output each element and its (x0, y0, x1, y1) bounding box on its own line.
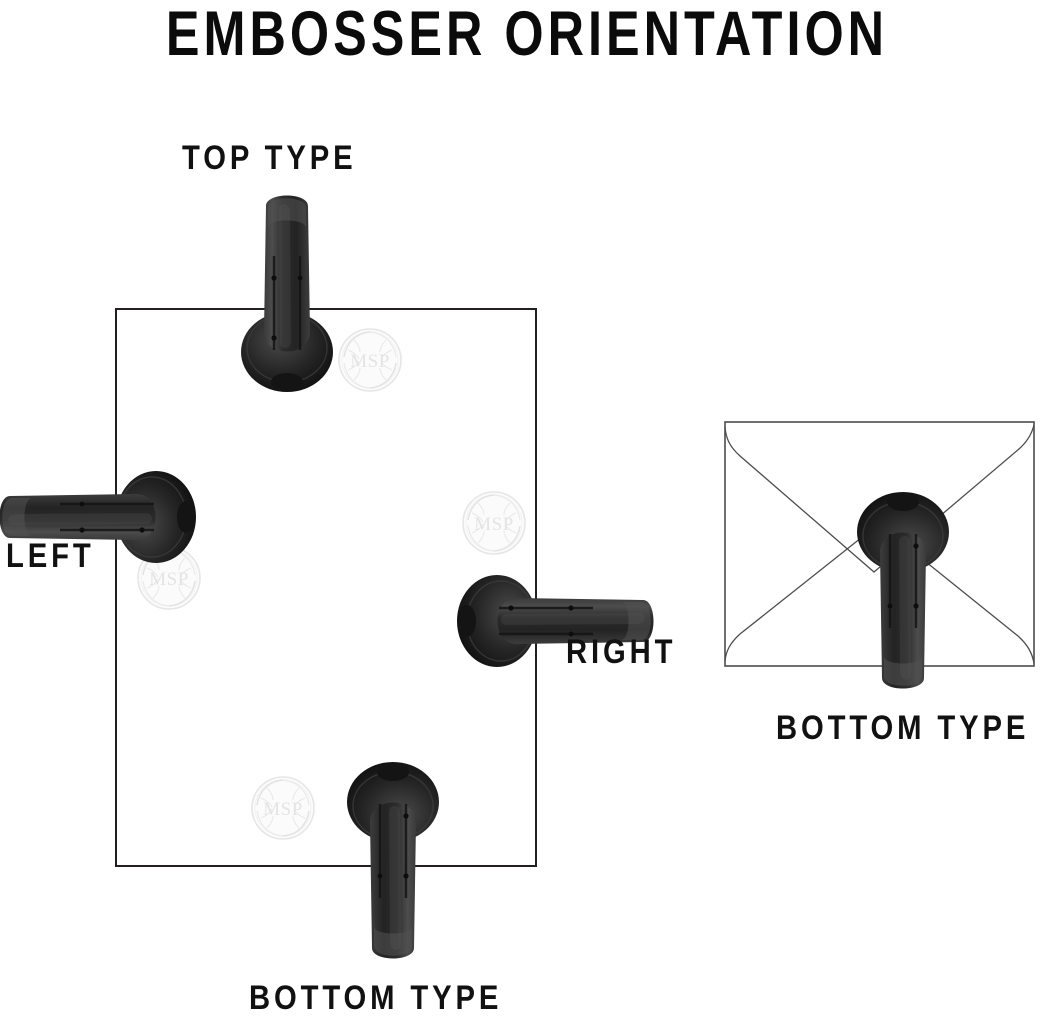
embosser-bottom-type-envelope (838, 490, 968, 702)
paper-sheet (115, 308, 537, 867)
label-top-type: TOP TYPE (182, 139, 357, 177)
embosser-top-type (222, 182, 352, 394)
label-bottom-type-page: BOTTOM TYPE (249, 979, 503, 1017)
embosser-bottom-type-page (328, 760, 458, 972)
svg-text:MSP: MSP (263, 799, 303, 820)
svg-text:MSP: MSP (149, 569, 189, 590)
label-left: LEFT (6, 537, 95, 575)
svg-text:MSP: MSP (350, 351, 390, 372)
label-right: RIGHT (566, 633, 677, 671)
envelope (724, 421, 1035, 667)
embossed-seal: MSP (247, 772, 319, 844)
label-bottom-type-envelope: BOTTOM TYPE (776, 709, 1030, 747)
embossed-seal: MSP (334, 324, 406, 396)
page-title: EMBOSSER ORIENTATION (165, 0, 889, 69)
svg-text:MSP: MSP (474, 514, 514, 535)
embossed-seal: MSP (458, 487, 530, 559)
